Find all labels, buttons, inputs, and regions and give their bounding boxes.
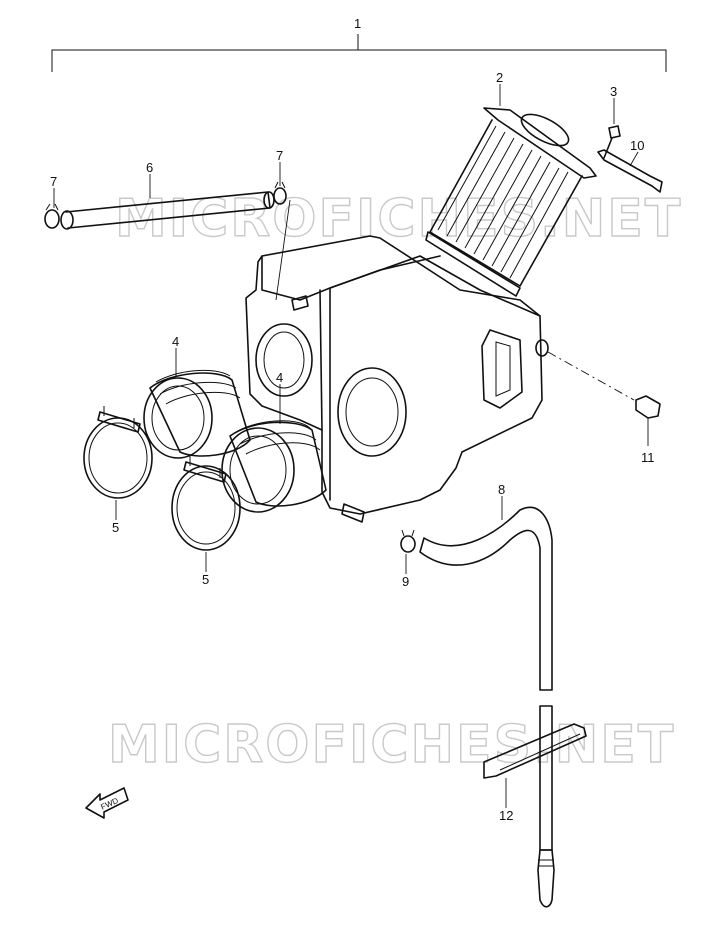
callout-2: 2	[496, 70, 503, 85]
intake-boot-lower[interactable]	[221, 420, 327, 513]
callout-11: 11	[641, 450, 655, 465]
filter-clip[interactable]	[597, 149, 663, 193]
callout-4-upper: 4	[172, 334, 179, 349]
intake-boot-upper[interactable]	[143, 369, 251, 459]
screw-small[interactable]	[603, 125, 621, 159]
drain-tube-holder[interactable]	[483, 705, 587, 908]
callout-5-lower: 5	[202, 572, 209, 587]
assembly-bracket	[51, 34, 667, 72]
hose-clip-right[interactable]	[273, 181, 287, 205]
callout-3: 3	[610, 84, 617, 99]
air-filter-element[interactable]	[425, 107, 597, 297]
breather-tube[interactable]	[60, 191, 275, 230]
callout-1: 1	[354, 16, 361, 31]
drain-hose[interactable]	[419, 506, 553, 691]
drain-hose-clip[interactable]	[400, 529, 416, 553]
hose-clamp-upper[interactable]	[83, 406, 153, 499]
leader-lines	[53, 84, 649, 808]
callout-12: 12	[499, 808, 513, 823]
callout-6: 6	[146, 160, 153, 175]
callout-7-left: 7	[50, 174, 57, 189]
watermark-bottom: MICROFICHES.NET	[108, 715, 675, 775]
hose-clamp-lower[interactable]	[171, 456, 241, 551]
callout-7-right: 7	[276, 148, 283, 163]
callout-4-lower: 4	[276, 370, 283, 385]
hose-clip-left[interactable]	[44, 203, 60, 229]
air-cleaner-box[interactable]	[245, 235, 549, 523]
forward-arrow: FWD	[85, 787, 129, 819]
mounting-bolt[interactable]	[547, 351, 661, 419]
callout-5-upper: 5	[112, 520, 119, 535]
callout-9: 9	[402, 574, 409, 589]
callout-10: 10	[630, 138, 644, 153]
callout-8: 8	[498, 482, 505, 497]
